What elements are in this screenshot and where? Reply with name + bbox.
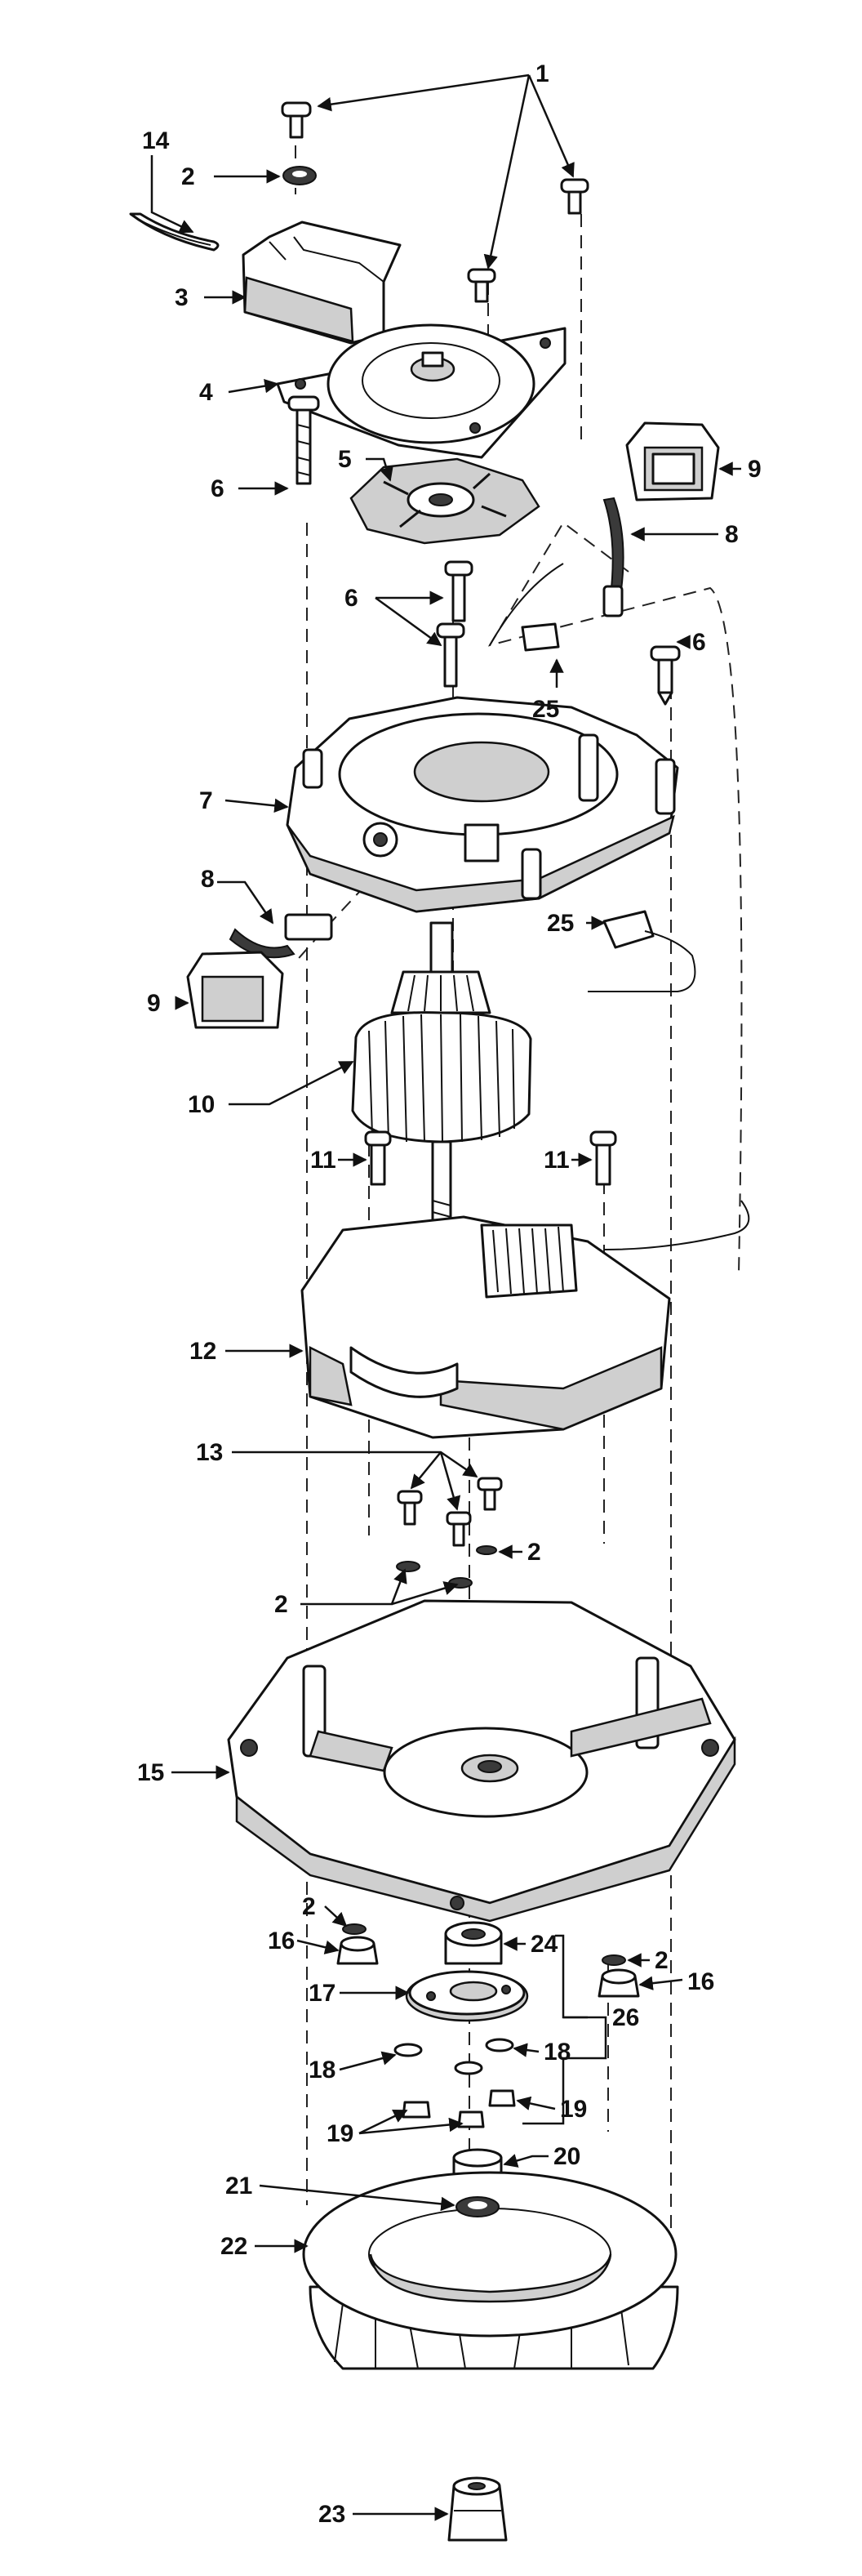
label-6-left: 6 [211, 475, 224, 502]
part-1-screw-middle [467, 268, 496, 303]
label-2-top: 2 [181, 163, 195, 190]
label-24: 24 [531, 1931, 558, 1958]
part-8-brush-right [602, 497, 624, 617]
part-25-holder-lower [588, 910, 696, 992]
label-16-right: 16 [687, 1968, 714, 1995]
part-9-brush-cap-right [625, 421, 720, 501]
part-11-screw-left [364, 1130, 392, 1186]
label-19-left: 19 [327, 2120, 353, 2147]
part-15-lower-housing [227, 1599, 736, 1923]
label-1: 1 [535, 60, 549, 87]
label-25-upper: 25 [532, 696, 559, 723]
part-16-nut-left [336, 1936, 379, 1965]
part-16-nut-right [598, 1968, 640, 1998]
label-17: 17 [309, 1980, 335, 2007]
part-19-nuts [402, 2089, 516, 2128]
label-2-low-right: 2 [655, 1947, 669, 1974]
label-16-left: 16 [268, 1928, 295, 1954]
part-24-bearing [444, 1921, 503, 1965]
label-15: 15 [137, 1759, 164, 1786]
label-13: 13 [196, 1439, 223, 1466]
label-23: 23 [318, 2501, 345, 2528]
part-21-washer [455, 2196, 500, 2217]
label-6-center: 6 [344, 585, 358, 612]
label-12: 12 [189, 1338, 216, 1365]
part-13-screw-center [446, 1511, 472, 1547]
part-6-screw-left [287, 395, 320, 485]
label-21: 21 [225, 2173, 252, 2199]
label-11-right: 11 [544, 1147, 570, 1174]
part-9-brush-cap-left [186, 951, 284, 1029]
label-8-right: 8 [725, 521, 739, 548]
part-13-screw-right [477, 1477, 503, 1511]
leader-lines [150, 74, 741, 2521]
label-4: 4 [199, 379, 213, 406]
label-9-right: 9 [748, 456, 762, 483]
part-3-bracket [242, 221, 402, 345]
part-14-spring-clip [129, 212, 220, 252]
label-7: 7 [199, 787, 213, 814]
part-6-screw-right [650, 645, 681, 706]
label-10: 10 [188, 1091, 215, 1118]
part-12-field-coil [300, 1200, 750, 1439]
part-1-screw-right [560, 178, 589, 215]
callout-labels: 1 2 14 3 4 5 6 9 8 6 6 25 7 8 25 9 10 11… [137, 60, 762, 2528]
part-18-washers [393, 2038, 514, 2075]
part-17-retainer [405, 1970, 529, 2022]
part-11-screw-right [589, 1130, 617, 1186]
part-1-screw-top [281, 101, 312, 139]
label-20: 20 [553, 2143, 580, 2170]
label-25-lower: 25 [547, 910, 574, 937]
label-2-mid-right: 2 [527, 1539, 541, 1566]
label-18-left: 18 [309, 2057, 335, 2084]
label-6-right: 6 [692, 629, 706, 656]
part-2-washer-top [282, 166, 317, 185]
label-5: 5 [338, 446, 352, 473]
label-2-low-left: 2 [302, 1893, 316, 1920]
part-2-lockwashers-low [342, 1923, 626, 1966]
label-18-right: 18 [544, 2039, 571, 2066]
label-8-left: 8 [201, 866, 215, 893]
part-23-nut [447, 2476, 508, 2542]
part-8-brush-left [229, 913, 333, 959]
label-11-left: 11 [310, 1147, 336, 1174]
part-7-upper-housing [286, 696, 679, 913]
label-19-right: 19 [560, 2096, 587, 2123]
label-9-left: 9 [147, 990, 161, 1017]
part-5-disk [349, 457, 540, 545]
label-22: 22 [220, 2233, 247, 2260]
label-26: 26 [612, 2004, 639, 2031]
part-10-armature [351, 921, 532, 1241]
part-2-lockwashers-mid [396, 1545, 497, 1589]
part-25-holder-upper [489, 563, 564, 652]
label-2-mid-left: 2 [274, 1591, 288, 1618]
part-6-screw-center [436, 560, 473, 688]
label-14: 14 [142, 127, 170, 154]
part-13-screw-left [397, 1490, 423, 1526]
label-3: 3 [175, 284, 189, 311]
part-4-end-plate [276, 323, 567, 459]
part-22-fan [302, 2171, 679, 2370]
